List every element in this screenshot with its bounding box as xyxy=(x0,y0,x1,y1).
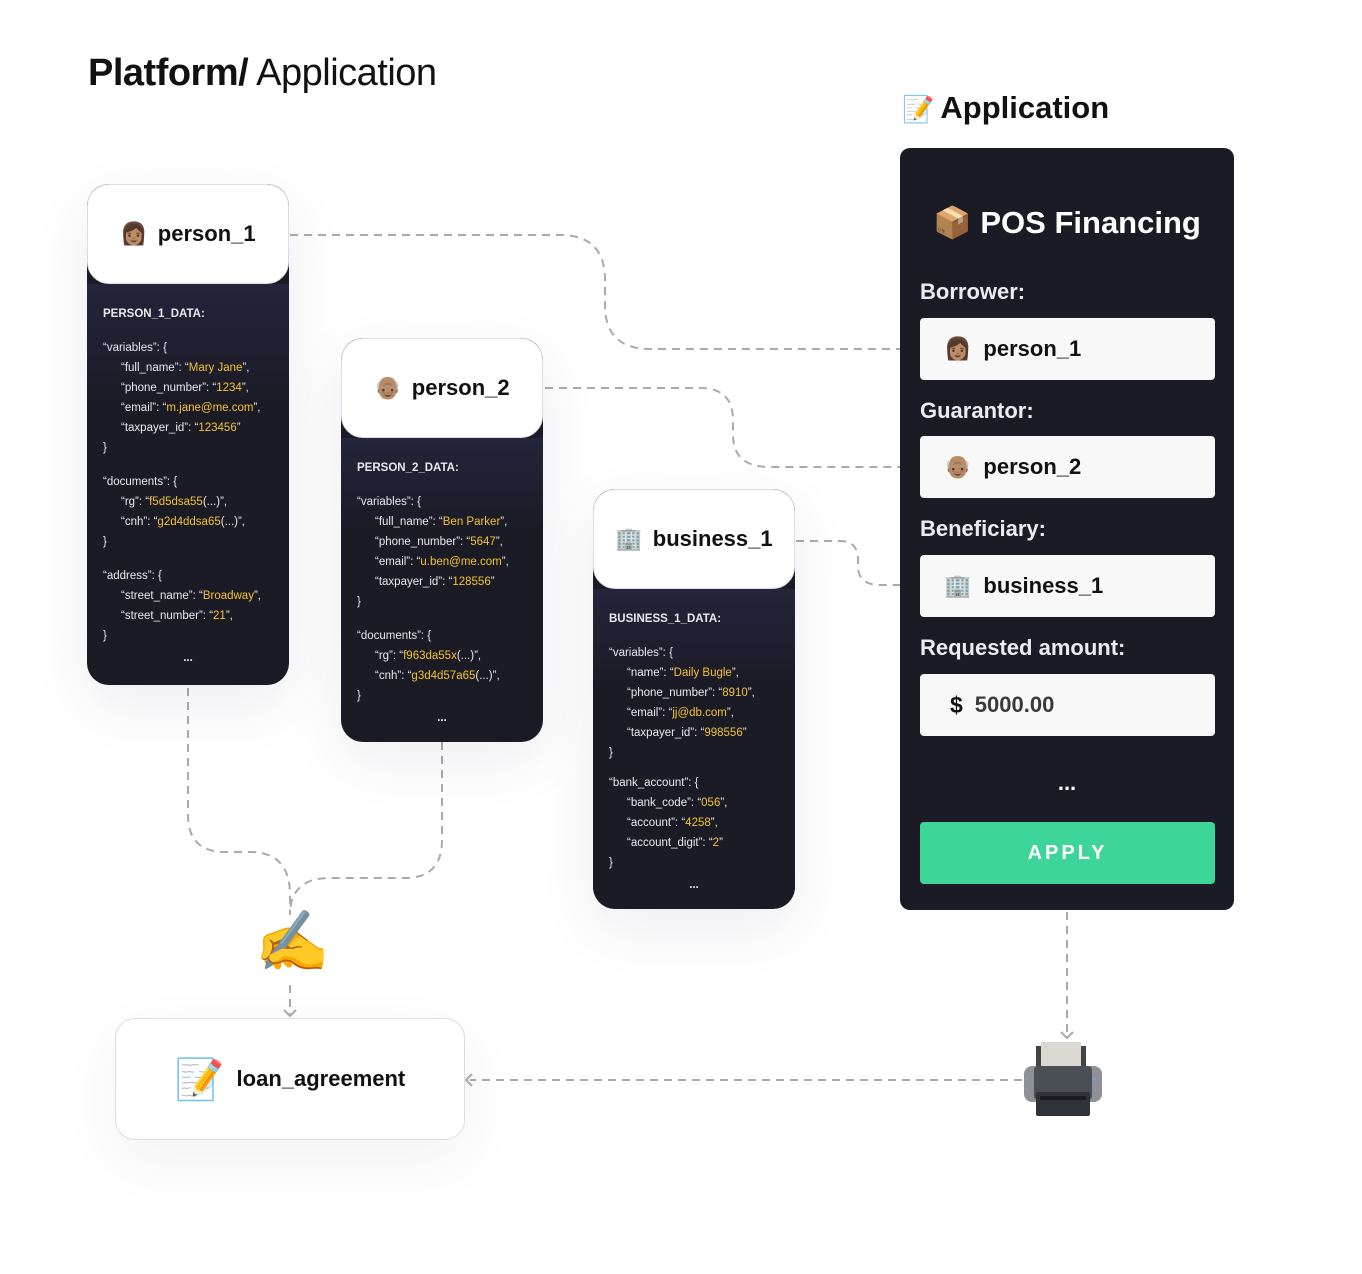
amount-value: 5000.00 xyxy=(974,692,1055,717)
arrowhead-loan-top xyxy=(283,1009,297,1018)
memo-icon: 📝 xyxy=(902,94,935,124)
page-title-light: Application xyxy=(248,52,437,94)
connector-person1-borrower xyxy=(290,234,918,350)
data-line: “full_name”: “Ben Parker”, xyxy=(375,516,508,528)
data-line: “email”: “u.ben@me.com”, xyxy=(375,556,509,568)
document-signature-icon: 📝 xyxy=(174,1057,225,1102)
data-line: “account”: “4258”, xyxy=(627,817,718,829)
old-man-icon: 👴🏽 xyxy=(944,454,972,479)
node-header[interactable]: 👴🏽 person_2 xyxy=(341,338,543,438)
data-line: “cnh”: “g2d4ddsa65(...)”, xyxy=(121,516,246,528)
apply-button[interactable]: APPLY xyxy=(920,822,1215,884)
arrowhead-loan-right xyxy=(464,1073,473,1087)
more-fields-ellipsis: ... xyxy=(1057,770,1077,795)
beneficiary-value: business_1 xyxy=(983,573,1104,598)
connector-person1-sign xyxy=(187,688,291,915)
close-brace: } xyxy=(357,690,361,702)
data-line: “phone_number”: “1234”, xyxy=(121,382,249,394)
close-brace: } xyxy=(609,857,613,869)
loan-agreement-node[interactable]: 📝 loan_agreement xyxy=(115,1018,465,1140)
variables-key: “variables”: { xyxy=(609,647,673,659)
page-title: Platform/ Application xyxy=(88,52,437,95)
node-title: person_1 xyxy=(157,221,256,246)
printer-icon xyxy=(1024,1042,1102,1116)
node-title: person_2 xyxy=(411,375,510,400)
data-line: “name”: “Daily Bugle”, xyxy=(627,667,739,679)
amount-input[interactable]: $ 5000.00 xyxy=(920,674,1215,736)
borrower-field[interactable]: 👩🏽 person_1 xyxy=(920,318,1215,380)
variables-key: “variables”: { xyxy=(357,496,421,508)
node-title: business_1 xyxy=(652,526,773,551)
loan-agreement-label: loan_agreement xyxy=(236,1066,406,1091)
node-business-1[interactable]: 🏢 business_1 BUSINESS_1_DATA: “variables… xyxy=(593,489,795,909)
documents-key: “documents”: { xyxy=(103,476,178,488)
data-line: “account_digit”: “2” xyxy=(627,837,723,849)
section-title: PERSON_1_DATA: xyxy=(103,308,205,320)
more-ellipsis: ... xyxy=(183,652,193,664)
node-header[interactable]: 🏢 business_1 xyxy=(593,489,795,589)
writing-hand-icon: ✍️ xyxy=(255,908,330,975)
guarantor-field[interactable]: 👴🏽 person_2 xyxy=(920,436,1215,498)
connector-person2-guarantor xyxy=(545,387,918,468)
form-title-text: POS Financing xyxy=(980,205,1201,240)
data-line: “full_name”: “Mary Jane”, xyxy=(121,362,250,374)
data-line: “rg”: “f963da55x(...)”, xyxy=(375,650,482,662)
close-brace: } xyxy=(357,596,361,608)
data-line: “bank_code”: “056”, xyxy=(627,797,728,809)
variables-key: “variables”: { xyxy=(103,342,167,354)
form-title: 📦 POS Financing xyxy=(900,204,1234,241)
application-heading-text: Application xyxy=(940,90,1110,125)
node-person-2[interactable]: 👴🏽 person_2 PERSON_2_DATA: “variables”: … xyxy=(341,338,543,742)
documents-key: “documents”: { xyxy=(357,630,432,642)
page-title-bold: Platform/ xyxy=(88,52,249,94)
data-line: “taxpayer_id”: “128556” xyxy=(375,576,495,588)
node-person-1[interactable]: 👩🏽 person_1 PERSON_1_DATA: “variables”: … xyxy=(87,184,289,685)
woman-icon: 👩🏽 xyxy=(120,221,148,247)
data-line: “street_name”: “Broadway”, xyxy=(121,590,261,602)
close-brace: } xyxy=(103,630,107,642)
borrower-label: Borrower: xyxy=(920,279,1026,304)
borrower-value: person_1 xyxy=(983,336,1082,361)
more-ellipsis: ... xyxy=(437,712,447,724)
connector-person2-sign xyxy=(289,742,443,916)
amount-label: Requested amount: xyxy=(920,635,1126,660)
close-brace: } xyxy=(609,747,613,759)
section-title: PERSON_2_DATA: xyxy=(357,462,459,474)
application-heading: 📝Application xyxy=(902,90,1109,126)
data-line: “taxpayer_id”: “123456” xyxy=(121,422,241,434)
more-ellipsis: ... xyxy=(689,879,699,891)
data-line: “cnh”: “g3d4d57a65(...)”, xyxy=(375,670,500,682)
data-line: “street_number”: “21”, xyxy=(121,610,233,622)
data-line: “rg”: “f5d5dsa55(...)”, xyxy=(121,496,228,508)
currency-symbol: $ xyxy=(950,691,963,718)
office-building-icon: 🏢 xyxy=(944,573,972,598)
old-man-icon: 👴🏽 xyxy=(374,375,402,401)
address-key: “address”: { xyxy=(103,570,162,582)
node-data: BUSINESS_1_DATA: “variables”: { “name”: … xyxy=(593,589,795,909)
close-brace: } xyxy=(103,536,107,548)
node-header[interactable]: 👩🏽 person_1 xyxy=(87,184,289,284)
data-line: “email”: “jj@db.com”, xyxy=(627,707,734,719)
guarantor-label: Guarantor: xyxy=(920,398,1034,423)
data-line: “phone_number”: “5647”, xyxy=(375,536,503,548)
beneficiary-label: Beneficiary: xyxy=(920,516,1046,541)
office-building-icon: 🏢 xyxy=(615,526,643,552)
section-title: BUSINESS_1_DATA: xyxy=(609,613,722,625)
close-brace: } xyxy=(103,442,107,454)
bank-account-key: “bank_account”: { xyxy=(609,777,699,789)
application-form: 📦 POS Financing Borrower: 👩🏽 person_1 Gu… xyxy=(900,148,1234,910)
data-line: “phone_number”: “8910”, xyxy=(627,687,755,699)
beneficiary-field[interactable]: 🏢 business_1 xyxy=(920,555,1215,617)
guarantor-value: person_2 xyxy=(983,454,1082,479)
data-line: “email”: “m.jane@me.com”, xyxy=(121,402,261,414)
node-data: PERSON_2_DATA: “variables”: { “full_name… xyxy=(341,438,543,742)
data-line: “taxpayer_id”: “998556” xyxy=(627,727,747,739)
woman-icon: 👩🏽 xyxy=(944,336,972,361)
node-data: PERSON_1_DATA: “variables”: { “full_name… xyxy=(87,284,289,682)
package-icon: 📦 xyxy=(933,205,972,240)
